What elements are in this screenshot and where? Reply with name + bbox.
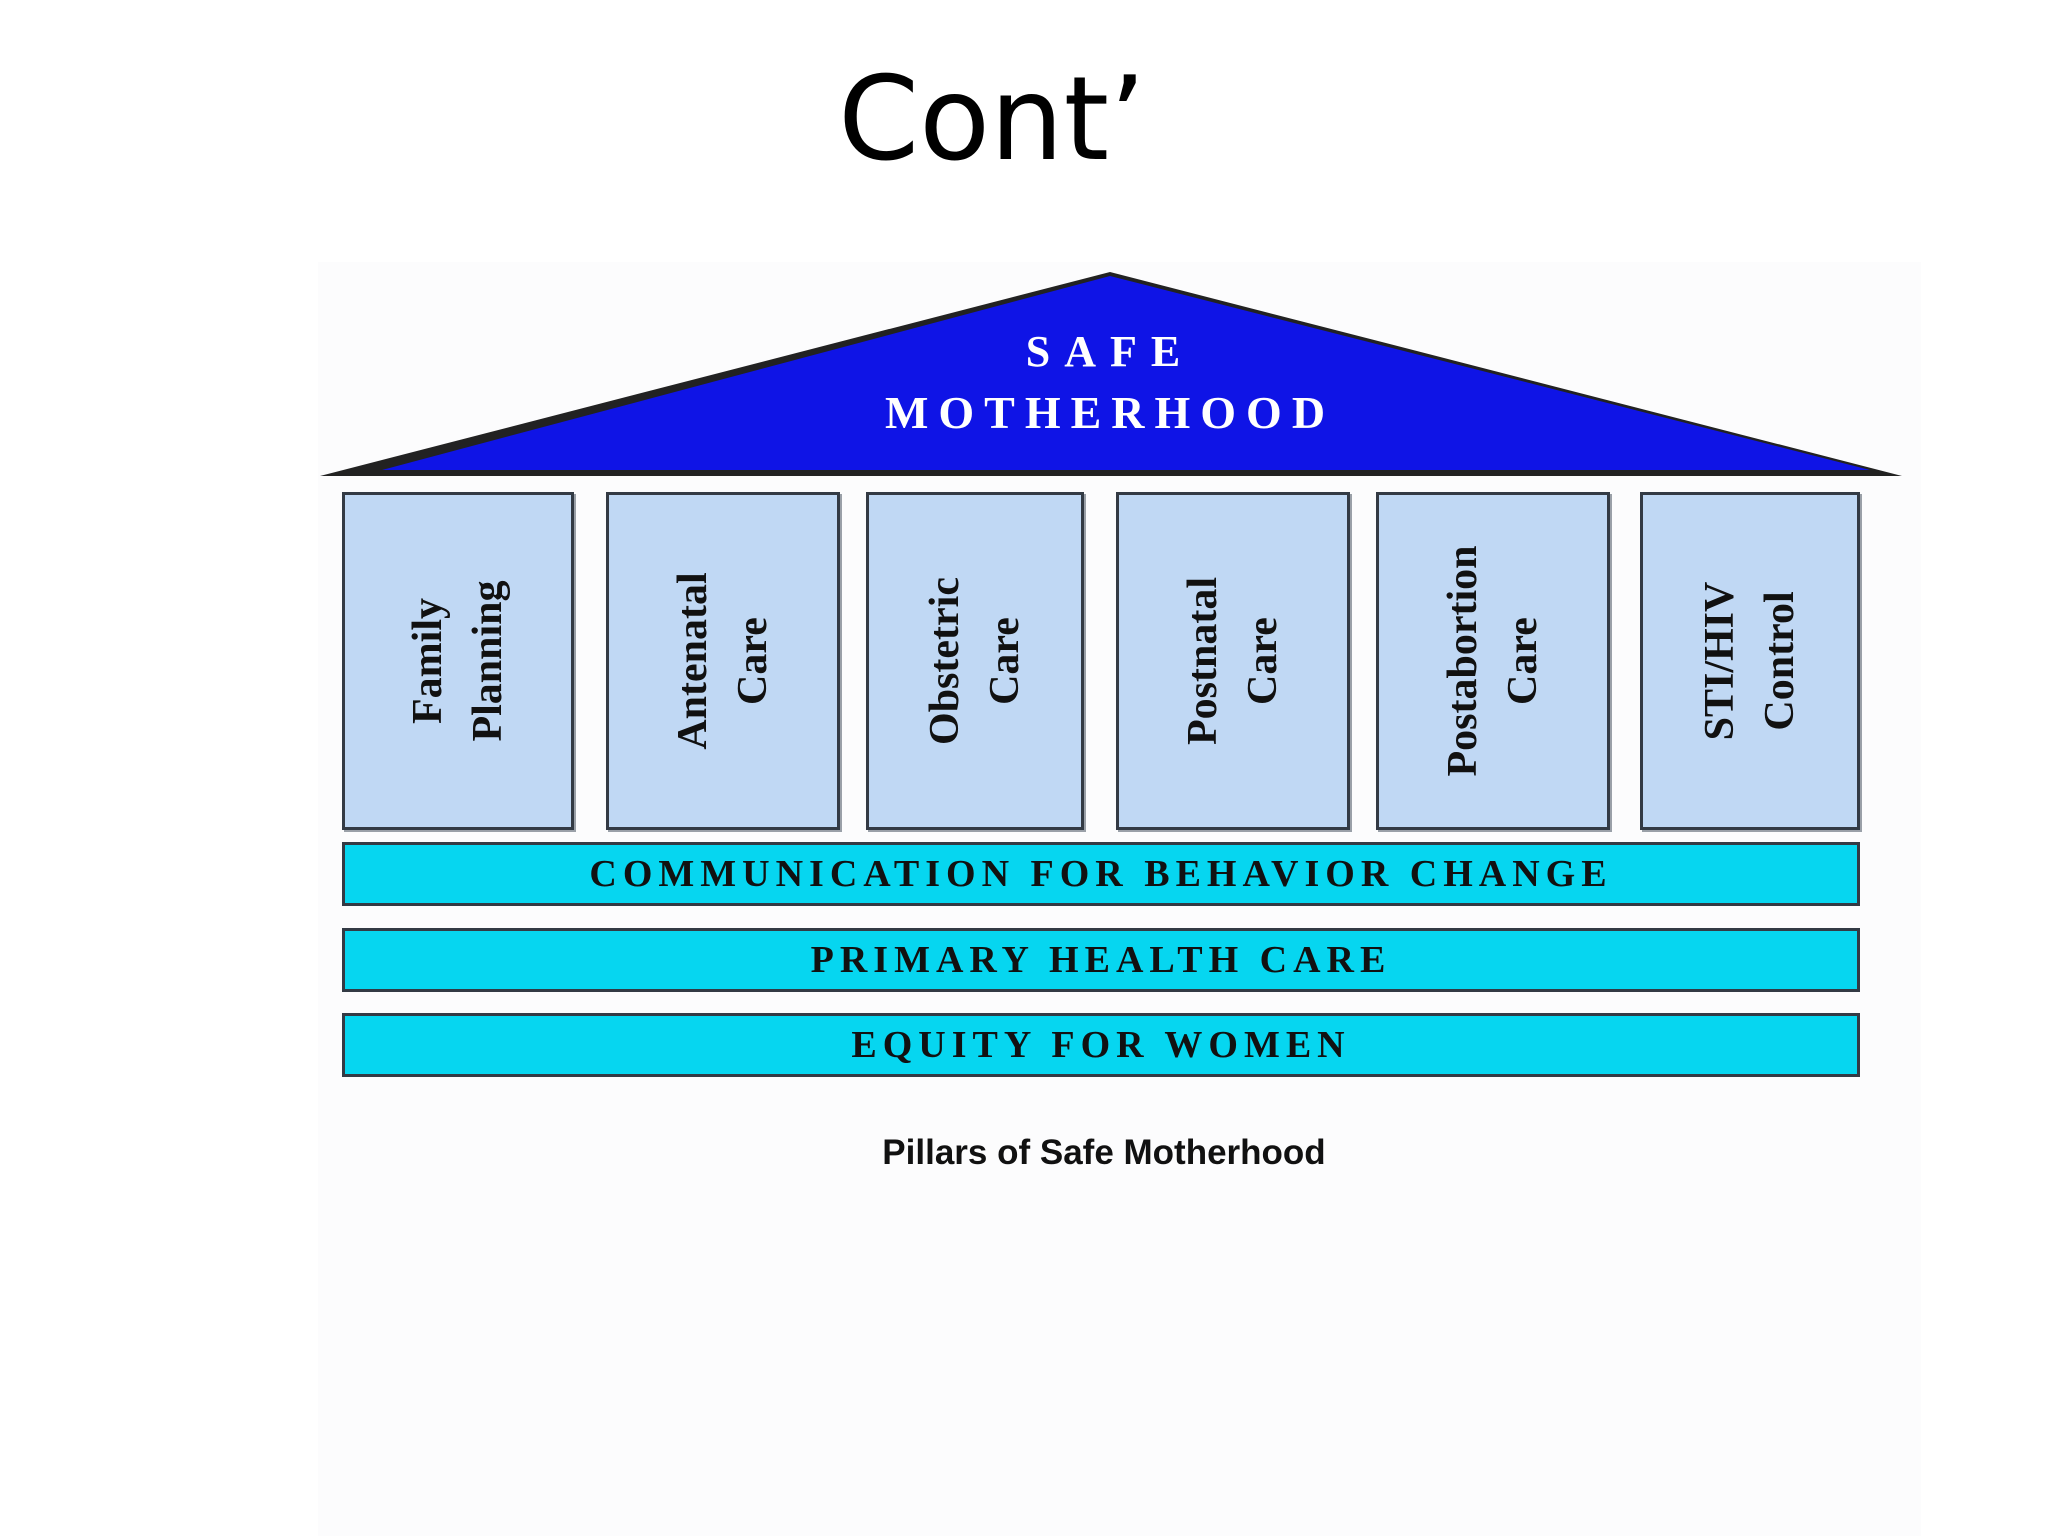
pillar-label-line2: Care: [1500, 617, 1546, 705]
pillar-label-line2: Control: [1757, 591, 1803, 731]
slide-title: Cont’: [838, 52, 1146, 187]
pillar-label-line1: Family: [405, 598, 451, 724]
pillar-label-line1: STI/HIV: [1697, 581, 1743, 741]
band-primary-health-care: PRIMARY HEALTH CARE: [342, 928, 1860, 992]
pillar-label-line2: Care: [982, 617, 1028, 705]
pillar-obstetric-care: Obstetric Care: [866, 492, 1084, 830]
band-equity-for-women: EQUITY FOR WOMEN: [342, 1013, 1860, 1077]
roof-title-line2: MOTHERHOOD: [884, 387, 1336, 438]
pillar-label-line1: Antenatal: [670, 572, 716, 750]
figure-caption: Pillars of Safe Motherhood: [882, 1133, 1326, 1172]
pillar-postabortion-care: Postabortion Care: [1376, 492, 1610, 830]
pillar-label-line1: Postabortion: [1440, 545, 1486, 777]
pillar-label-line1: Postnatal: [1180, 577, 1226, 745]
pillar-antenatal-care: Antenatal Care: [606, 492, 840, 830]
pillar-label-line2: Planning: [465, 580, 511, 742]
roof-title-line1: SAFE: [1025, 327, 1195, 376]
pillar-label-line2: Care: [1240, 617, 1286, 705]
band-communication-for-behavior-change: COMMUNICATION FOR BEHAVIOR CHANGE: [342, 842, 1860, 906]
pillar-label-line2: Care: [730, 617, 776, 705]
pillar-postnatal-care: Postnatal Care: [1116, 492, 1350, 830]
pillar-family-planning: Family Planning: [342, 492, 574, 830]
pillar-sti-hiv-control: STI/HIV Control: [1640, 492, 1860, 830]
pillar-label-line1: Obstetric: [922, 577, 968, 745]
